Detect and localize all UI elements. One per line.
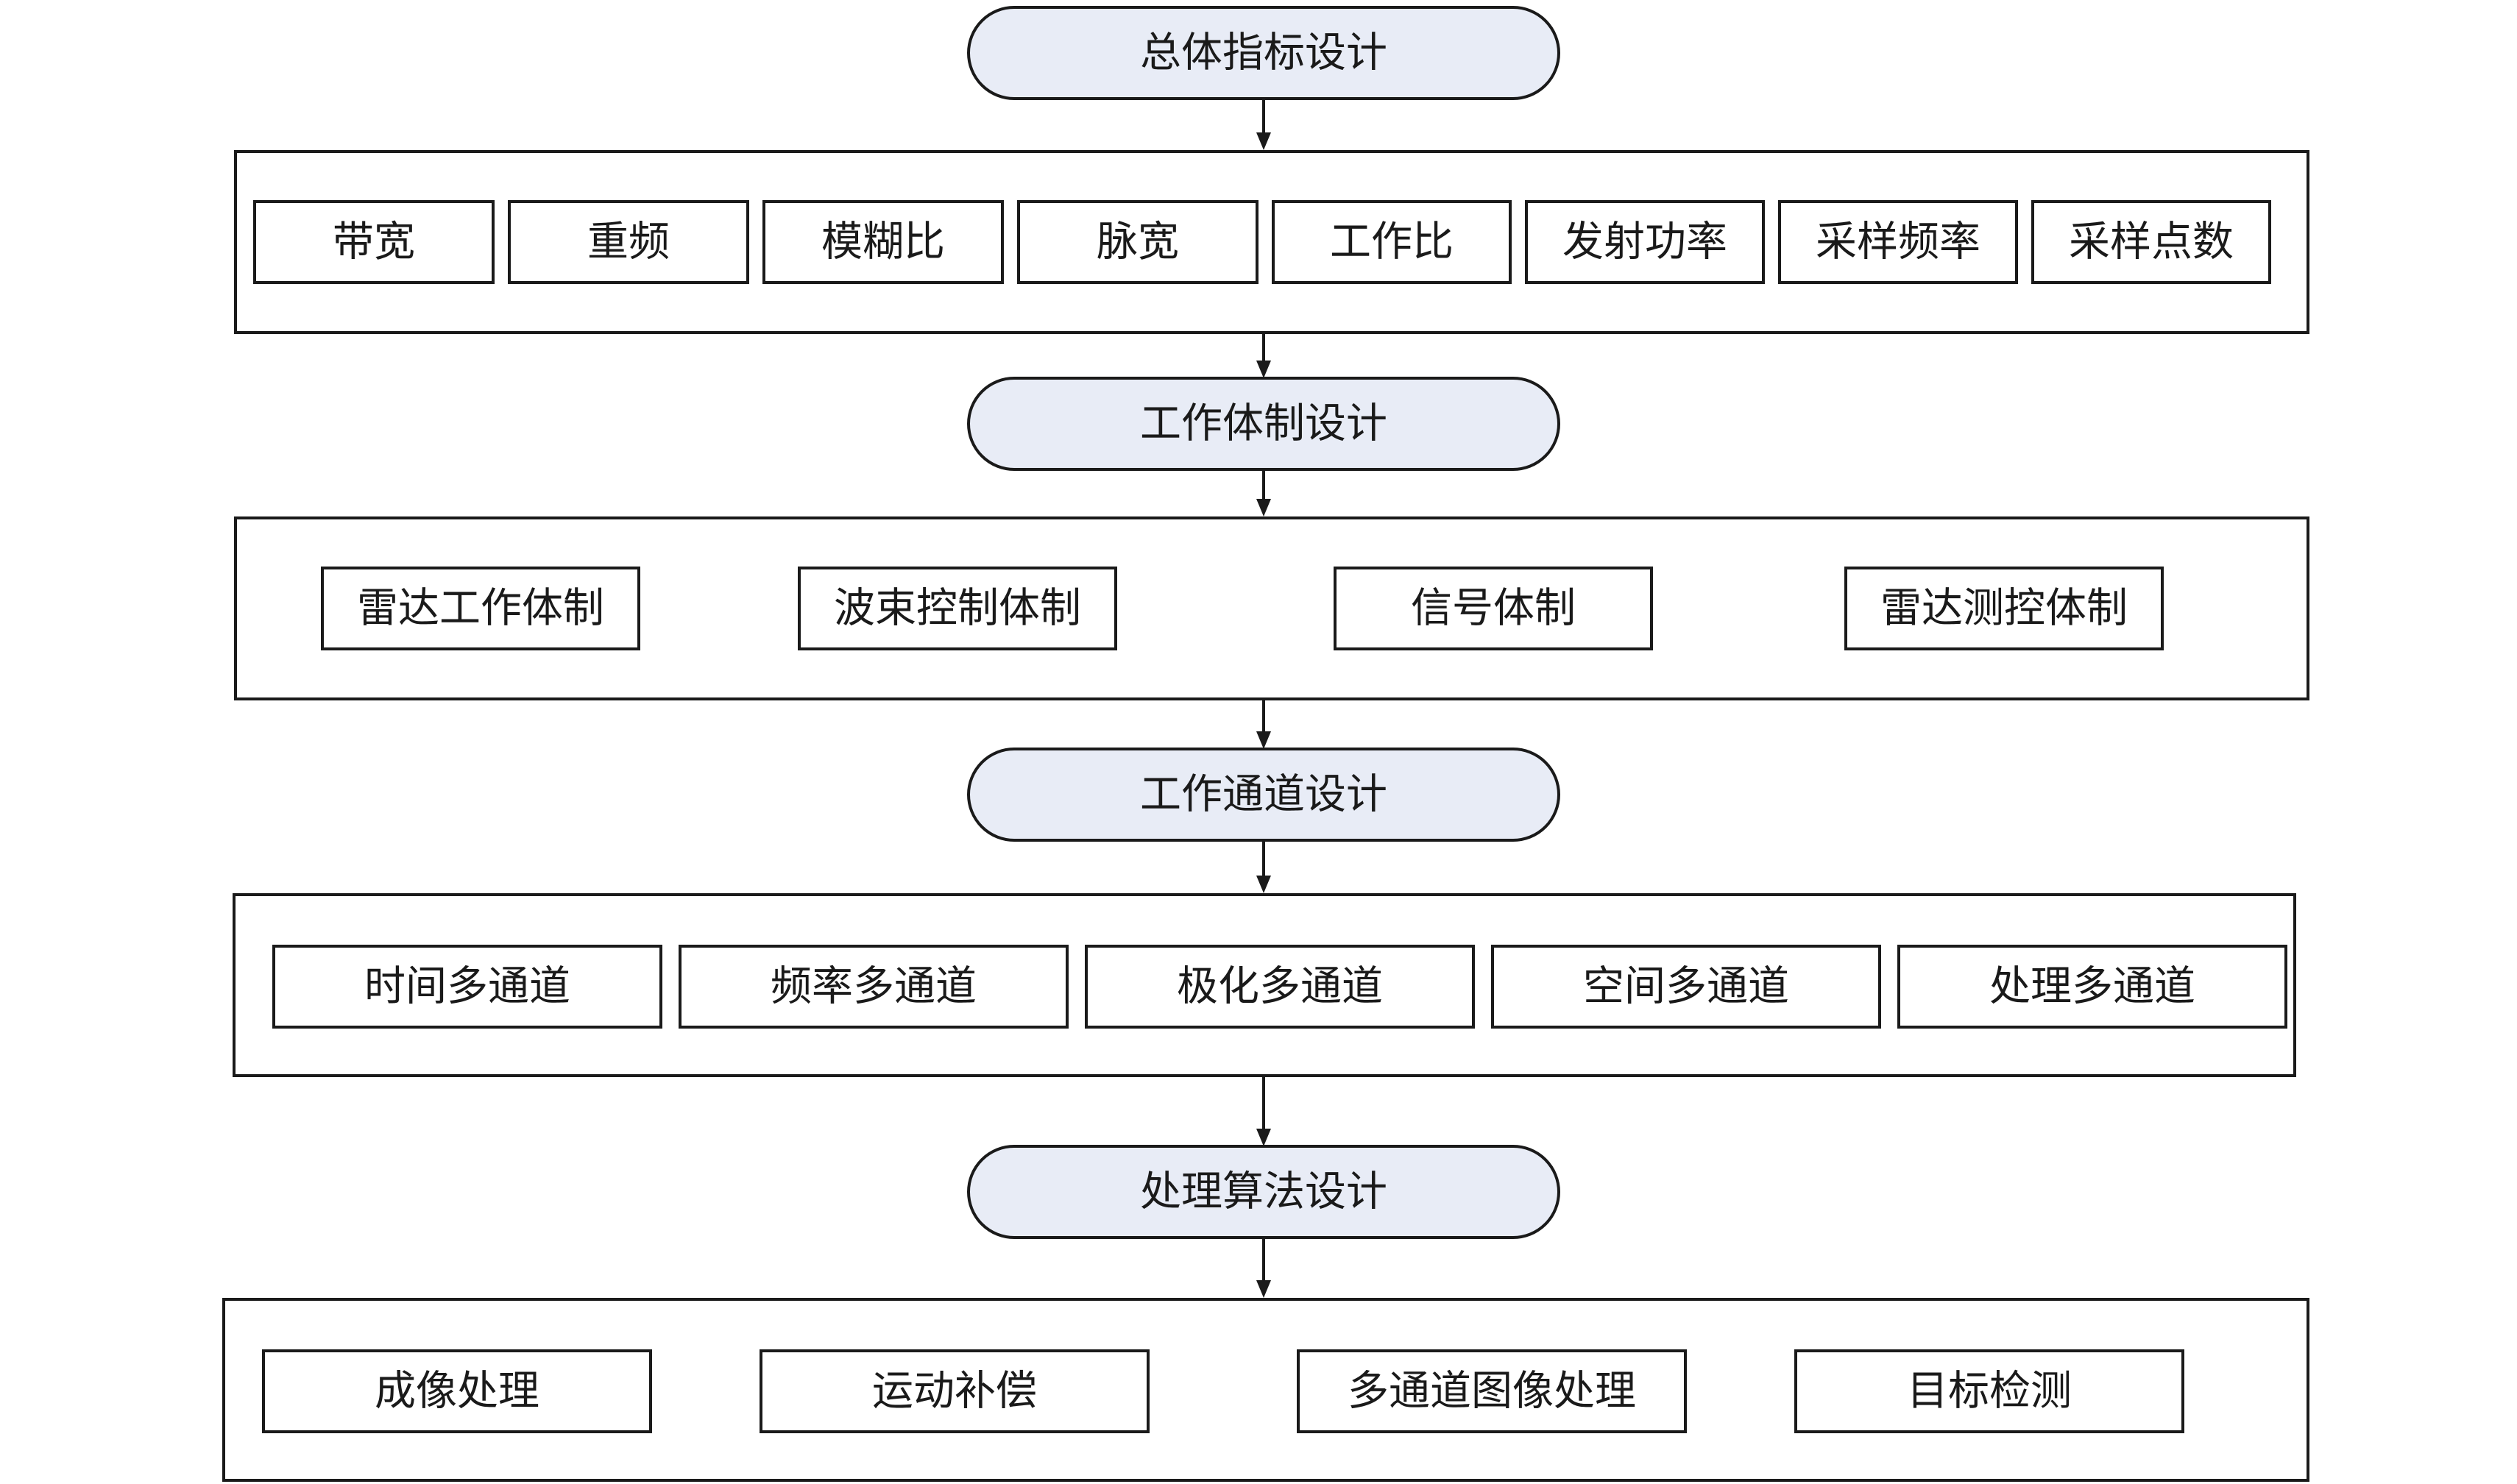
stage-1-item-2: 重频 <box>508 200 749 284</box>
stage-2-item-3: 信号体制 <box>1334 567 1653 650</box>
svg-text:工作比: 工作比 <box>1330 219 1454 266</box>
svg-text:雷达工作体制: 雷达工作体制 <box>357 585 604 633</box>
stage-1-item-3: 模糊比 <box>762 200 1004 284</box>
stage-1-item-4: 脉宽 <box>1017 200 1258 284</box>
stage-2-title: 工作体制设计 <box>967 377 1560 471</box>
svg-text:极化多通道: 极化多通道 <box>1177 963 1383 1011</box>
stage-2-items: 雷达工作体制 波束控制体制 信号体制 雷达测控体制 <box>321 567 2164 650</box>
stage-1-item-8: 采样点数 <box>2031 200 2271 284</box>
svg-text:雷达测控体制: 雷达测控体制 <box>1880 585 2128 633</box>
stage-3-item-5: 处理多通道 <box>1897 945 2287 1029</box>
arrow-panel-1-to-stage-2 <box>1256 333 1271 378</box>
stage-3-item-2: 频率多通道 <box>679 945 1069 1029</box>
stage-2-item-2: 波束控制体制 <box>798 567 1117 650</box>
svg-text:频率多通道: 频率多通道 <box>771 963 977 1011</box>
svg-text:采样点数: 采样点数 <box>2069 219 2234 266</box>
stage-2-item-4: 雷达测控体制 <box>1844 567 2164 650</box>
stage-1-items: 带宽 重频 模糊比 脉宽 工作比 发射功率 采样频率 采样点数 <box>253 200 2271 284</box>
arrow-stage-4-to-panel-4 <box>1256 1238 1271 1298</box>
svg-text:采样频率: 采样频率 <box>1816 219 1980 266</box>
svg-text:发射功率: 发射功率 <box>1562 219 1727 266</box>
svg-text:处理多通道: 处理多通道 <box>1989 963 2195 1011</box>
svg-text:带宽: 带宽 <box>333 219 415 266</box>
stage-3-item-3: 极化多通道 <box>1085 945 1475 1029</box>
stage-4-item-2: 运动补偿 <box>760 1349 1150 1433</box>
svg-text:时间多通道: 时间多通道 <box>364 963 570 1011</box>
arrow-stage-3-to-panel-3 <box>1256 840 1271 893</box>
stage-4-items: 成像处理 运动补偿 多通道图像处理 目标检测 <box>262 1349 2184 1433</box>
stage-1-item-5: 工作比 <box>1272 200 1512 284</box>
arrow-stage-2-to-panel-2 <box>1256 469 1271 516</box>
svg-text:模糊比: 模糊比 <box>821 219 945 266</box>
stage-3-title-text: 工作通道设计 <box>1140 771 1387 819</box>
stage-1-item-6: 发射功率 <box>1525 200 1765 284</box>
stage-3-items: 时间多通道 频率多通道 极化多通道 空间多通道 处理多通道 <box>272 945 2287 1029</box>
stage-1-item-7: 采样频率 <box>1778 200 2018 284</box>
stage-4-item-4: 目标检测 <box>1794 1349 2184 1433</box>
stage-1-title: 总体指标设计 <box>967 6 1560 100</box>
arrow-panel-3-to-stage-4 <box>1256 1076 1271 1146</box>
svg-text:波束控制体制: 波束控制体制 <box>834 585 1081 633</box>
svg-text:多通道图像处理: 多通道图像处理 <box>1348 1368 1636 1416</box>
arrow-panel-2-to-stage-3 <box>1256 699 1271 749</box>
arrow-stage-1-to-panel-1 <box>1256 99 1271 150</box>
svg-text:信号体制: 信号体制 <box>1411 585 1576 633</box>
stage-1-item-1: 带宽 <box>253 200 495 284</box>
stage-1-title-text: 总体指标设计 <box>1140 29 1387 77</box>
stage-3-item-1: 时间多通道 <box>272 945 662 1029</box>
stage-4-title-text: 处理算法设计 <box>1140 1168 1387 1216</box>
stage-2-item-1: 雷达工作体制 <box>321 567 640 650</box>
stage-3-title: 工作通道设计 <box>967 748 1560 842</box>
svg-text:成像处理: 成像处理 <box>375 1368 539 1416</box>
svg-text:脉宽: 脉宽 <box>1097 219 1179 266</box>
stage-4-item-3: 多通道图像处理 <box>1297 1349 1687 1433</box>
svg-text:重频: 重频 <box>587 219 670 266</box>
stage-4-title: 处理算法设计 <box>967 1145 1560 1239</box>
svg-text:运动补偿: 运动补偿 <box>872 1368 1037 1416</box>
stage-4-item-1: 成像处理 <box>262 1349 652 1433</box>
stage-3-item-4: 空间多通道 <box>1491 945 1881 1029</box>
svg-text:目标检测: 目标检测 <box>1907 1368 2072 1416</box>
stage-2-title-text: 工作体制设计 <box>1140 400 1387 448</box>
svg-text:空间多通道: 空间多通道 <box>1583 963 1789 1011</box>
